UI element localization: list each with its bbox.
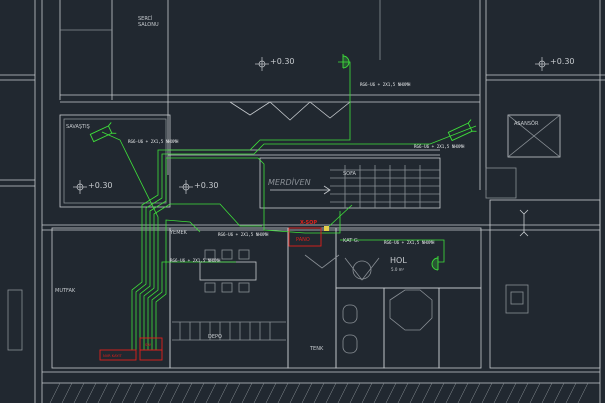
level-markers [73, 57, 549, 194]
nvr-label: NVR KAYIT [103, 354, 123, 358]
level-marker-1 [255, 57, 269, 71]
pano-box [288, 227, 322, 247]
dome-camera-top-icon [342, 54, 350, 69]
cable-routes [101, 61, 477, 350]
cable-label-4: RG6-U6 + 2X1,5 NHXMH [218, 232, 269, 237]
level-marker-3 [73, 180, 87, 194]
red-devices [99, 227, 322, 361]
xsop-label: X-SOP [300, 220, 317, 226]
room-tenk-label: TENK [309, 346, 324, 352]
cctv-camera-icon [89, 54, 477, 271]
room-merdiven-label: MERDİVEN [268, 177, 311, 187]
room-sofa-label: SOFA [343, 171, 357, 177]
sw-label: SW [145, 343, 151, 347]
level-marker-2 [535, 57, 549, 71]
dome-camera-hol-icon [431, 256, 439, 271]
level-label-4: +0.30 [194, 181, 219, 190]
room-mutfak-label: MUTFAK [55, 288, 76, 294]
cable-labels: RG6-U6 + 2X1,5 NHXMH RG6-U6 + 2X1,5 NHXM… [128, 82, 465, 263]
level-label-2: +0.30 [550, 57, 575, 66]
pano-label: PANO [296, 237, 310, 243]
room-kat-label: KAT G. [343, 238, 360, 244]
cable-label-1: RG6-U6 + 2X1,5 NHXMH [360, 82, 411, 87]
cable-label-6: RG6-U6 + 2X1,5 NHXMH [384, 240, 435, 245]
room-hol-area: 5.0 m² [391, 267, 405, 272]
xsop-marker [324, 226, 329, 231]
switch-box [139, 337, 163, 351]
level-label-3: +0.30 [88, 181, 113, 190]
level-marker-4 [179, 180, 193, 194]
room-top-label-line2: SALONU [138, 22, 159, 28]
camera-right-icon [447, 119, 477, 142]
sw-box-small [139, 349, 163, 361]
level-label-1: +0.30 [270, 57, 295, 66]
room-savastis-label: SAVAŞTIŞ [66, 124, 90, 130]
room-yemek-label: YEMEK [169, 230, 188, 236]
level-labels: +0.30 +0.30 +0.30 +0.30 [88, 57, 575, 190]
nvr-box [99, 349, 137, 361]
camera-savastis-icon [89, 122, 117, 143]
cable-label-5: RG6-U6 + 2X1,5 NHXMH [170, 258, 221, 263]
room-hol-label: HOL [390, 256, 407, 265]
room-asansor-label: ASANSÖR [514, 120, 539, 127]
cable-label-2: RG6-U6 + 2X1,5 NHXMH [414, 144, 465, 149]
wall-hatch [49, 382, 589, 403]
device-labels: X-SOP PANO NVR KAYIT SW [103, 220, 317, 358]
room-depo-label: DEPO [208, 334, 222, 340]
cable-label-3: RG6-U6 + 2X1,5 NHXMH [128, 139, 179, 144]
